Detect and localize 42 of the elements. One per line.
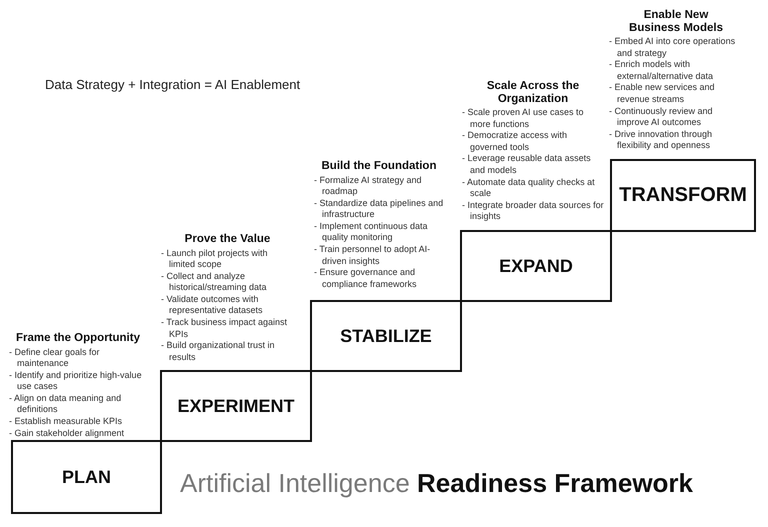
bullet-point: - Automate data quality checks at scale [462,176,596,200]
bullet-point: - Collect and analyze historical/streaming data [161,270,268,294]
step-heading: Frame the Opportunity [15,332,141,344]
step-heading: Enable New Business Models [628,9,724,34]
bullet-point: - Drive innovation through flexibility and openness [609,128,714,152]
bullet-point: - Embed AI into core operations and strategy [609,36,736,60]
bullet-point: - Enable new services and revenue streams [609,82,716,106]
step-label: PLAN [62,466,111,488]
bullet-point: - Standardize data pipelines and infrastructure [314,198,444,221]
bullet-point: - Align on data meaning and definitions [9,392,122,416]
bullet-point: - Validate outcomes with representative datasets [161,294,264,318]
tagline: Data Strategy + Integration = AI Enablement [45,77,300,92]
step-label: STABILIZE [340,326,432,346]
step-box [11,440,162,514]
bullet-point: - Integrate broader data sources for insights [462,200,604,223]
bullet-point: - Identify and prioritize high-value use cases [9,370,143,393]
bullet-point: - Continuously review and improve AI outcomes [609,106,714,129]
title: Artificial Intelligence Readiness Framework [180,468,694,499]
bullet-point: - Scale proven AI use cases to more functions [462,107,585,130]
bullet-point: - Democratize access with governed tools [462,130,568,154]
step-heading: Prove the Value [184,233,272,246]
bullet-point: - Enrich models with external/alternative data [609,59,714,82]
step-box [310,300,462,372]
bullet-point: - Launch pilot projects with limited scope [161,248,269,271]
bullet-point: - Build organizational trust in results [161,340,276,364]
bullet-point: - Formalize AI strategy and roadmap [314,174,423,198]
bullet-point: - Establish measurable KPIs [9,416,124,428]
step-label: TRANSFORM [619,184,747,207]
bullet-point: - Define clear goals for maintenance [9,346,101,370]
step-heading: Build the Foundation [320,160,438,172]
step-box [610,159,756,232]
bullet-point: - Track business impact against KPIs [161,317,288,340]
bullet-point: - Ensure governance and compliance frameworks [314,267,418,290]
step-box [160,370,312,442]
step-heading: Scale Across the Organization [486,80,580,105]
bullet-point: - Leverage reusable data assets and models [462,153,592,177]
step-label: EXPERIMENT [177,396,295,416]
bullet-point: - Gain stakeholder alignment [9,428,126,440]
bullet-point: - Implement continuous data quality monitoring [314,220,429,244]
step-label: EXPAND [499,256,573,276]
bullet-point: - Train personnel to adopt AI-driven insights [314,244,432,268]
step-box [460,230,612,302]
